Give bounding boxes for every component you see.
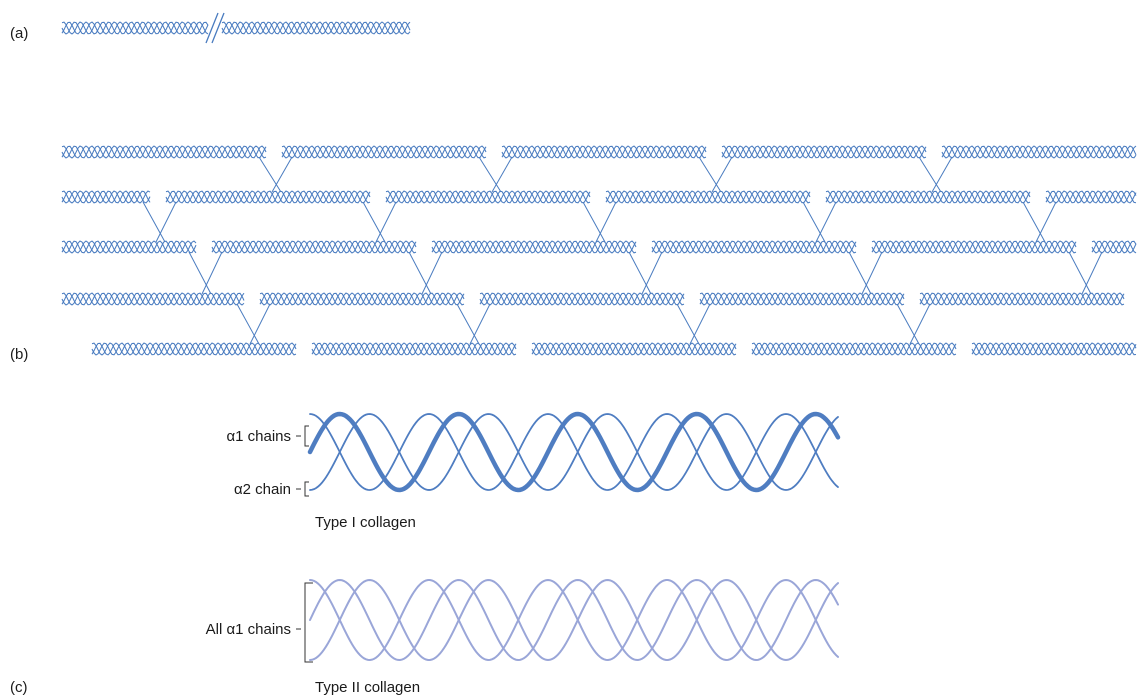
triple-helix-molecule	[211, 240, 417, 254]
type-1-caption: Type I collagen	[315, 514, 416, 531]
triple-helix-molecule	[721, 145, 927, 159]
triple-helix-molecule	[825, 190, 1031, 204]
alpha1-bracket	[296, 425, 309, 447]
panel-label-b: (b)	[10, 346, 28, 363]
panel-c: (c) α1 chains α2 chain Type I collagen A…	[10, 411, 841, 696]
alpha2-strand	[307, 411, 841, 493]
alpha1-strand	[309, 579, 839, 662]
triple-helix-molecule	[61, 190, 151, 204]
panel-b: (b)	[10, 145, 1137, 363]
type-2-caption: Type II collagen	[315, 679, 420, 696]
triple-helix-molecule	[871, 240, 1077, 254]
type-2-triple-helix	[309, 578, 839, 662]
triple-helix-molecule	[699, 292, 905, 306]
staggered-fibril	[61, 145, 1137, 356]
single-triple-helix	[61, 21, 411, 35]
triple-helix-molecule	[61, 240, 197, 254]
triple-helix-molecule	[919, 292, 1125, 306]
break-mark	[205, 12, 225, 44]
panel-label-a: (a)	[10, 25, 28, 42]
type-2-bracket	[296, 582, 313, 663]
triple-helix-molecule	[479, 292, 685, 306]
helix-segment	[221, 21, 411, 35]
panel-label-c: (c)	[10, 679, 28, 696]
type-1-triple-helix	[307, 411, 841, 493]
triple-helix-molecule	[165, 190, 371, 204]
triple-helix-molecule	[61, 145, 267, 159]
alpha2-chain-label: α2 chain	[234, 481, 291, 498]
triple-helix-molecule	[385, 190, 591, 204]
helix-segment	[61, 21, 209, 35]
all-alpha1-chains-label: All α1 chains	[206, 621, 291, 638]
alpha1-strand	[309, 578, 839, 662]
triple-helix-molecule	[751, 342, 957, 356]
triple-helix-molecule	[501, 145, 707, 159]
triple-helix-molecule	[971, 342, 1137, 356]
cross-links	[142, 156, 1103, 345]
type-1-collagen: α1 chains α2 chain Type I collagen	[226, 411, 841, 531]
triple-helix-molecule	[605, 190, 811, 204]
triple-helix-molecule	[1045, 190, 1137, 204]
triple-helix-molecule	[281, 145, 487, 159]
triple-helix-molecule	[91, 342, 297, 356]
triple-helix-molecule	[259, 292, 465, 306]
type-2-collagen: All α1 chains Type II collagen	[206, 578, 839, 696]
triple-helix-molecule	[1091, 240, 1137, 254]
panel-a: (a)	[10, 12, 411, 44]
triple-helix-molecule	[531, 342, 737, 356]
alpha1-chains-label: α1 chains	[226, 428, 291, 445]
alpha1-strand	[309, 413, 839, 491]
triple-helix-molecule	[311, 342, 517, 356]
triple-helix-molecule	[941, 145, 1137, 159]
alpha2-bracket	[296, 481, 309, 497]
triple-helix-molecule	[61, 292, 245, 306]
alpha1-strand	[309, 413, 839, 491]
alpha1-strand	[309, 578, 839, 661]
triple-helix-molecule	[431, 240, 637, 254]
triple-helix-molecule	[651, 240, 857, 254]
